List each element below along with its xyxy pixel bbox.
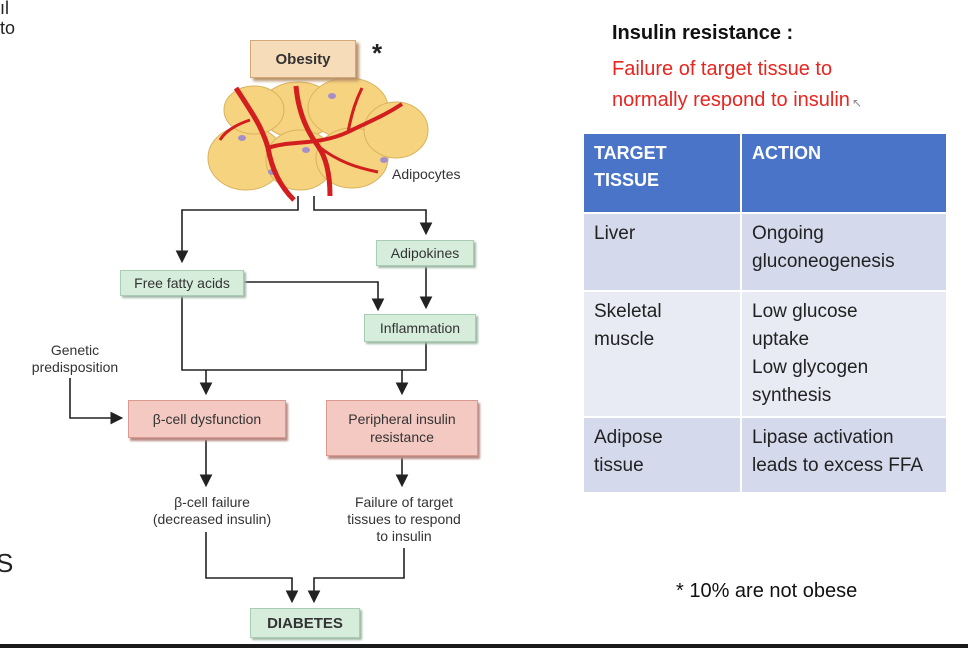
beta-failure-line-1: β-cell failure: [174, 494, 250, 510]
action-line-2: uptake: [752, 329, 810, 350]
definition-line-2: normally respond to insulin: [612, 89, 850, 111]
header-action: ACTION: [741, 134, 946, 213]
mouse-cursor-icon: ↖: [852, 96, 863, 110]
action-line-2: leads to excess FFA: [752, 455, 924, 476]
genetic-line-1: Genetic: [50, 342, 100, 358]
tissue-line-1: Skeletal: [594, 301, 662, 322]
target-failure-label: Failure of target tissues to respond to …: [334, 494, 474, 545]
action-line-3: Low glycogen: [752, 357, 869, 378]
genetic-predisposition-label: Genetic predisposition: [20, 342, 130, 376]
row-tissue: Skeletal muscle: [584, 290, 742, 417]
adipocyte-cluster: [207, 77, 429, 202]
genetic-line-2: predisposition: [31, 359, 119, 375]
action-line-4: synthesis: [752, 385, 832, 406]
tissue-line-1: Liver: [594, 223, 636, 244]
row-action: Ongoing gluconeogenesis: [741, 212, 946, 291]
table-row: Skeletal muscle Low glucose uptake Low g…: [584, 290, 946, 417]
row-tissue: Adipose tissue: [584, 416, 742, 492]
pathogenesis-diagram: [69, 77, 433, 604]
beta-failure-line-2: (decreased insulin): [152, 511, 272, 527]
obesity-box: Obesity: [250, 40, 356, 78]
action-line-1: Ongoing: [752, 223, 824, 244]
action-line-1: Lipase activation: [752, 427, 894, 448]
bottom-bar: [0, 644, 968, 648]
target-failure-line-3: to insulin: [376, 528, 432, 544]
row-action: Low glucose uptake Low glycogen synthesi…: [741, 290, 946, 417]
footnote: * 10% are not obese: [676, 580, 858, 602]
tissue-line-1: Adipose: [594, 427, 663, 448]
free-fatty-acids-box: Free fatty acids: [120, 270, 244, 296]
tissue-line-2: muscle: [594, 329, 655, 350]
beta-cell-dysfunction-box: β-cell dysfunction: [128, 400, 286, 438]
adipocytes-label: Adipocytes: [392, 166, 461, 182]
cutoff-text-3: S: [0, 548, 14, 578]
diabetes-box: DIABETES: [250, 608, 360, 638]
beta-cell-failure-label: β-cell failure (decreased insulin): [142, 494, 282, 528]
table-row: Adipose tissue Lipase activation leads t…: [584, 416, 946, 492]
peripheral-line-2: resistance: [370, 429, 434, 445]
header-target-tissue: TARGET TISSUE: [584, 134, 742, 213]
adipokines-box: Adipokines: [376, 240, 474, 266]
target-failure-line-2: tissues to respond: [347, 511, 461, 527]
target-failure-line-1: Failure of target: [354, 494, 454, 510]
peripheral-insulin-resistance-box: Peripheral insulin resistance: [326, 400, 478, 456]
table-row: Liver Ongoing gluconeogenesis: [584, 212, 946, 291]
target-tissue-table: TARGET TISSUE ACTION Liver Ongoing gluco…: [584, 134, 946, 492]
row-action: Lipase activation leads to excess FFA: [741, 416, 946, 492]
obesity-star: *: [372, 38, 383, 68]
header-tissue-line-1: TARGET: [594, 143, 667, 163]
action-line-2: gluconeogenesis: [752, 251, 895, 272]
header-tissue-line-2: TISSUE: [594, 170, 660, 190]
peripheral-line-1: Peripheral insulin: [348, 411, 456, 427]
cutoff-text-2: to: [0, 18, 16, 38]
action-line-1: Low glucose: [752, 301, 858, 322]
row-tissue: Liver: [584, 212, 742, 291]
table-header-row: TARGET TISSUE ACTION: [584, 134, 946, 213]
definition-line-1: Failure of target tissue to: [612, 58, 833, 80]
insulin-resistance-heading: Insulin resistance :: [612, 22, 794, 44]
inflammation-box: Inflammation: [364, 314, 476, 342]
insulin-resistance-definition: Failure of target tissue to normally res…: [612, 54, 850, 116]
cutoff-text-1: ıl: [0, 0, 9, 18]
tissue-line-2: tissue: [594, 455, 644, 476]
